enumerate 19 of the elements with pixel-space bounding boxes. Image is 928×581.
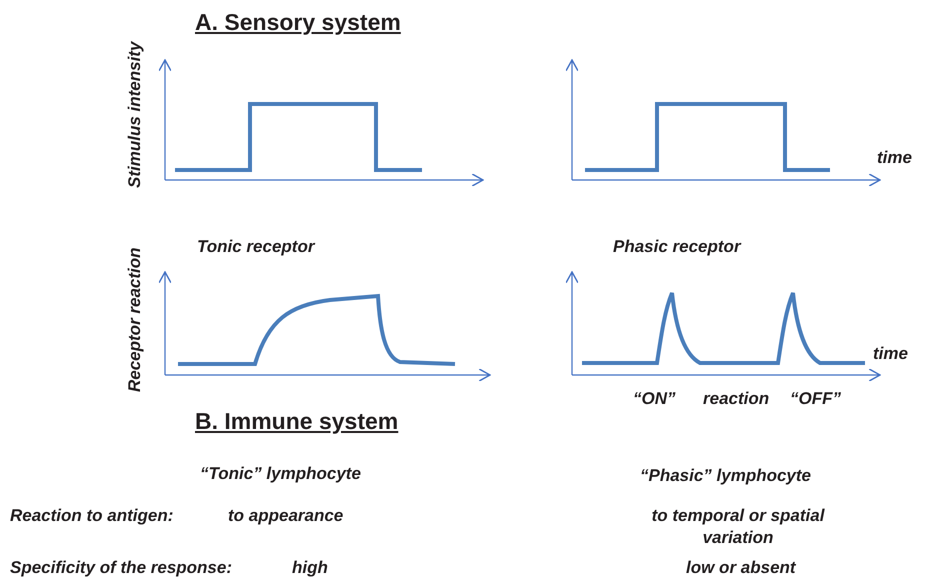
annotation-label: reaction — [703, 388, 770, 410]
column-heading: “Tonic” lymphocyte — [200, 463, 361, 485]
section-heading: B. Immune system — [195, 410, 398, 432]
table-text: low or absent — [686, 557, 796, 579]
axis-label: time — [873, 343, 908, 365]
row-heading: Reaction to antigen: — [10, 505, 174, 527]
column-heading: “Phasic” lymphocyte — [640, 465, 812, 487]
axis-label: time — [877, 147, 912, 169]
row-heading: Specificity of the response: — [10, 557, 232, 579]
annotation-label: “OFF” — [790, 388, 841, 410]
plot-title: Tonic receptor — [197, 236, 314, 258]
annotation-label: “ON” — [633, 388, 676, 410]
table-text: to appearance — [228, 505, 344, 527]
table-text: to temporal or spatial variation — [650, 505, 826, 549]
section-heading: A. Sensory system — [195, 11, 401, 33]
table-text: high — [292, 557, 328, 579]
plot-title: Phasic receptor — [613, 236, 741, 258]
axis-label: Receptor reaction — [124, 247, 145, 392]
axis-label: Stimulus intensity — [124, 42, 145, 188]
